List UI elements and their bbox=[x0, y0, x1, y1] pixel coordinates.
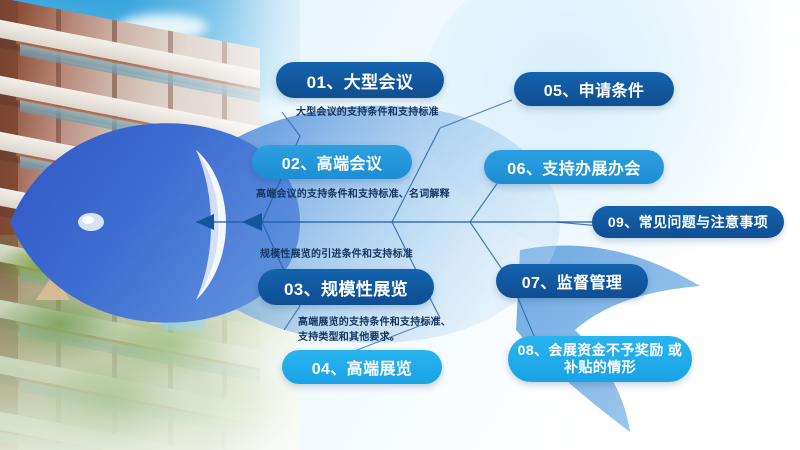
label-02[interactable]: 02、高端会议 bbox=[252, 145, 412, 179]
description-03: 规模性展览的引进条件和支持标准 bbox=[260, 249, 413, 260]
description-04: 高端展览的支持条件和支持标准、 支持类型和其他要求。 bbox=[298, 317, 451, 343]
label-09[interactable]: 09、常见问题与注意事项 bbox=[592, 206, 784, 238]
fish-head bbox=[10, 123, 300, 323]
description-01: 大型会议的支持条件和支持标准 bbox=[296, 107, 439, 118]
bone-lower-1-stub bbox=[283, 305, 301, 331]
bone-upper-2-stub bbox=[439, 99, 513, 129]
label-06[interactable]: 06、支持办展办会 bbox=[484, 150, 664, 184]
bone-upper-1-stub bbox=[281, 111, 301, 137]
spine-arrow-inner bbox=[242, 213, 262, 231]
fish-eye-highlight bbox=[82, 216, 94, 224]
bone-upper-2 bbox=[391, 127, 441, 223]
label-08[interactable]: 08、会展资金不予奖励 或补贴的情形 bbox=[508, 336, 692, 382]
description-02: 高端会议的支持条件和支持标准、名词解释 bbox=[256, 189, 450, 200]
spine-arrow-head bbox=[196, 214, 214, 230]
label-01[interactable]: 01、大型会议 bbox=[276, 62, 444, 98]
label-05[interactable]: 05、申请条件 bbox=[514, 72, 674, 106]
label-03[interactable]: 03、规模性展览 bbox=[258, 269, 434, 305]
label-04[interactable]: 04、高端展览 bbox=[282, 350, 442, 384]
label-07[interactable]: 07、监督管理 bbox=[496, 264, 648, 298]
